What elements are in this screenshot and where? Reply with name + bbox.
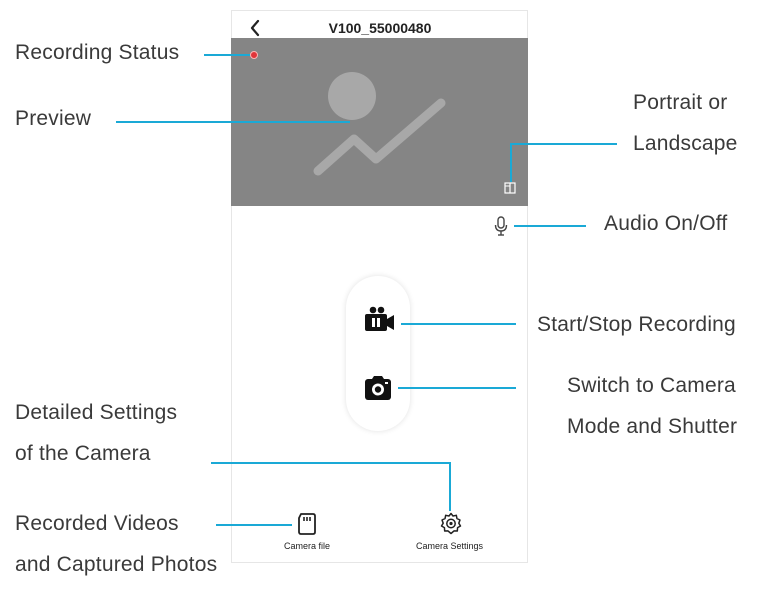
recording-status-indicator: [250, 51, 258, 59]
callout-audio: Audio On/Off: [604, 212, 728, 235]
device-title: V100_55000480: [328, 20, 432, 36]
leader-portrait-vertical: [510, 143, 512, 182]
leader-recording-status: [204, 54, 250, 56]
callout-portrait-line2: Landscape: [633, 132, 738, 155]
tab-camera-file[interactable]: Camera file: [284, 541, 331, 551]
leader-preview: [116, 121, 350, 123]
callout-recorded-line1: Recorded Videos: [15, 512, 179, 535]
callout-portrait-line1: Portrait or: [633, 91, 728, 114]
callout-switch-line1: Switch to Camera: [567, 374, 736, 397]
tab-camera-settings[interactable]: Camera Settings: [416, 541, 484, 551]
callout-recording-status: Recording Status: [15, 41, 180, 64]
callout-recorded-line2: and Captured Photos: [15, 553, 218, 576]
leader-audio: [514, 225, 586, 227]
sd-card-icon[interactable]: [296, 512, 318, 536]
callout-settings-line1: Detailed Settings: [15, 401, 178, 424]
image-placeholder-icon: [313, 72, 446, 176]
microphone-icon[interactable]: [494, 216, 508, 236]
leader-start-stop: [401, 323, 516, 325]
rotate-screen-icon[interactable]: [504, 182, 516, 194]
leader-portrait-horizontal: [510, 143, 617, 145]
leader-recorded: [216, 524, 292, 526]
callout-switch-line2: Mode and Shutter: [567, 415, 738, 438]
leader-switch: [398, 387, 516, 389]
video-camera-icon: [365, 306, 394, 331]
callout-settings-line2: of the Camera: [15, 442, 151, 465]
capture-controls: [346, 276, 410, 431]
photo-shutter-button[interactable]: [363, 373, 393, 403]
back-button[interactable]: [248, 18, 262, 38]
callout-preview: Preview: [15, 107, 92, 130]
leader-settings-vertical: [449, 462, 451, 511]
gear-icon[interactable]: [439, 512, 463, 536]
camera-icon: [365, 376, 391, 400]
callout-start-stop: Start/Stop Recording: [537, 313, 736, 336]
chevron-left-icon: [250, 19, 260, 37]
leader-settings-horizontal: [211, 462, 451, 464]
record-button[interactable]: [362, 302, 396, 336]
